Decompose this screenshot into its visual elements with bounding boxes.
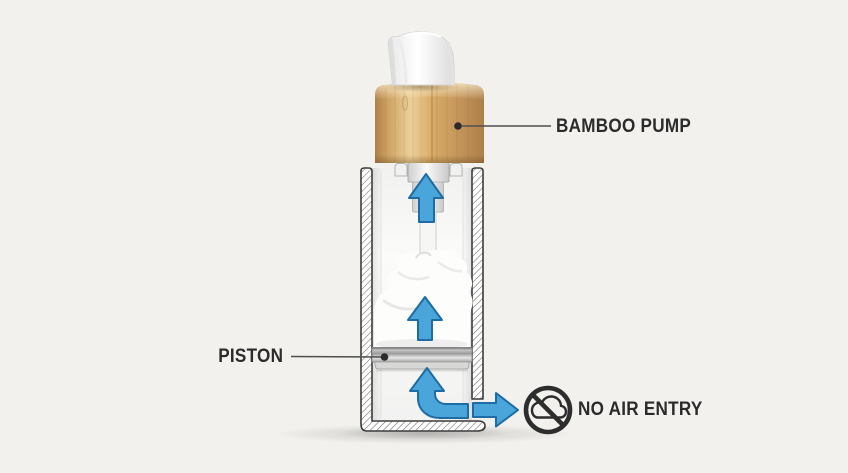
piston-label: PISTON — [218, 346, 283, 367]
bamboo-pump-label: BAMBOO PUMP — [556, 116, 692, 137]
flow-arrow-chamber — [409, 367, 469, 419]
no-air-entry-label: NO AIR ENTRY — [578, 399, 703, 420]
piston — [371, 347, 473, 372]
bamboo-pump-leader — [454, 122, 551, 130]
bamboo-grain — [385, 84, 469, 161]
pump-actuator — [387, 31, 455, 86]
bottle-wall-right — [471, 167, 484, 400]
flow-arrow-outlet — [472, 392, 519, 428]
no-air-icon — [523, 385, 573, 435]
flow-arrow-tube — [408, 173, 444, 223]
bamboo-cap — [375, 82, 484, 163]
bottle-neck-rims — [394, 163, 463, 177]
flow-arrow-cream — [407, 296, 443, 341]
bottle-wall-left-and-bottom — [360, 167, 486, 432]
piston-leader — [290, 353, 389, 361]
